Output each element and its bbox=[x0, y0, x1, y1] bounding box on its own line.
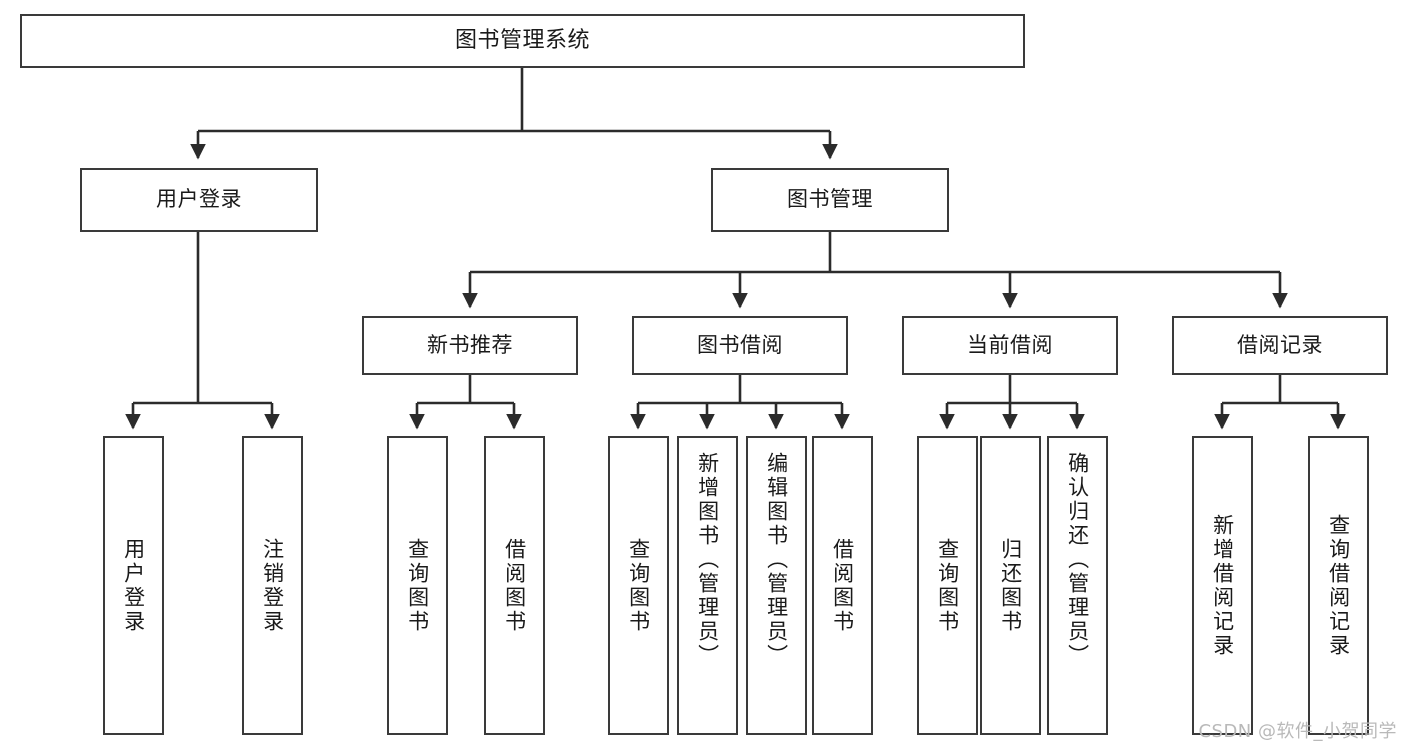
node-leaf-borrow-book-1[interactable]: 借阅图书 bbox=[484, 436, 545, 735]
node-borrow-record[interactable]: 借阅记录 bbox=[1172, 316, 1388, 375]
node-new-book-recommend[interactable]: 新书推荐 bbox=[362, 316, 578, 375]
node-leaf-borrow-book-1-label: 借阅图书 bbox=[502, 537, 527, 634]
node-user-login[interactable]: 用户登录 bbox=[80, 168, 318, 232]
node-leaf-add-book[interactable]: 新增图书（管理员） bbox=[677, 436, 738, 735]
node-current-borrow[interactable]: 当前借阅 bbox=[902, 316, 1118, 375]
node-user-login-label: 用户登录 bbox=[156, 187, 242, 212]
node-root[interactable]: 图书管理系统 bbox=[20, 14, 1025, 68]
node-leaf-query-book-3-label: 查询图书 bbox=[935, 537, 960, 634]
node-leaf-query-record[interactable]: 查询借阅记录 bbox=[1308, 436, 1369, 735]
node-leaf-query-book-1-label: 查询图书 bbox=[405, 537, 430, 634]
node-leaf-query-book-1[interactable]: 查询图书 bbox=[387, 436, 448, 735]
node-leaf-borrow-book-2-label: 借阅图书 bbox=[830, 537, 855, 634]
node-current-borrow-label: 当前借阅 bbox=[967, 332, 1053, 357]
node-leaf-confirm-return-label: 确认归还（管理员） bbox=[1065, 452, 1090, 668]
node-leaf-query-book-2-label: 查询图书 bbox=[626, 537, 651, 634]
node-leaf-confirm-return[interactable]: 确认归还（管理员） bbox=[1047, 436, 1108, 735]
node-borrow-record-label: 借阅记录 bbox=[1237, 332, 1323, 357]
node-leaf-edit-book[interactable]: 编辑图书（管理员） bbox=[746, 436, 807, 735]
node-leaf-borrow-book-2[interactable]: 借阅图书 bbox=[812, 436, 873, 735]
node-book-management-label: 图书管理 bbox=[787, 187, 873, 212]
node-leaf-user-login[interactable]: 用户登录 bbox=[103, 436, 164, 735]
node-leaf-edit-book-label: 编辑图书（管理员） bbox=[764, 452, 789, 668]
node-book-management[interactable]: 图书管理 bbox=[711, 168, 949, 232]
node-leaf-return-book-label: 归还图书 bbox=[998, 537, 1023, 634]
node-leaf-logout-login[interactable]: 注销登录 bbox=[242, 436, 303, 735]
node-leaf-query-record-label: 查询借阅记录 bbox=[1326, 513, 1351, 658]
node-leaf-return-book[interactable]: 归还图书 bbox=[980, 436, 1041, 735]
node-leaf-query-book-2[interactable]: 查询图书 bbox=[608, 436, 669, 735]
node-book-borrow-label: 图书借阅 bbox=[697, 332, 783, 357]
node-leaf-query-book-3[interactable]: 查询图书 bbox=[917, 436, 978, 735]
node-leaf-add-record[interactable]: 新增借阅记录 bbox=[1192, 436, 1253, 735]
node-new-book-recommend-label: 新书推荐 bbox=[427, 332, 513, 357]
node-root-label: 图书管理系统 bbox=[454, 27, 590, 53]
node-book-borrow[interactable]: 图书借阅 bbox=[632, 316, 848, 375]
node-leaf-add-record-label: 新增借阅记录 bbox=[1210, 513, 1235, 658]
node-leaf-logout-login-label: 注销登录 bbox=[260, 537, 285, 634]
node-leaf-add-book-label: 新增图书（管理员） bbox=[695, 452, 720, 668]
watermark-text: CSDN @软件_小贺同学 bbox=[1198, 721, 1397, 742]
node-leaf-user-login-label: 用户登录 bbox=[121, 537, 146, 634]
